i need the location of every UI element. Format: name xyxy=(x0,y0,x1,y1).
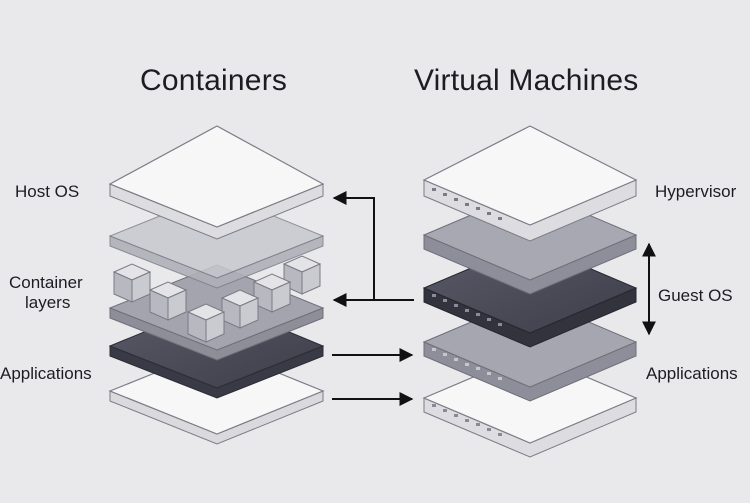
host-os-label: Host OS xyxy=(15,182,80,201)
container-host-os-layer xyxy=(108,125,325,240)
container-lower-gray-layer xyxy=(108,264,325,361)
container-cubes xyxy=(112,255,322,343)
arrow-to-host-os xyxy=(332,191,375,300)
vm-hypervisor-layer xyxy=(422,125,638,242)
container-cube xyxy=(148,281,188,321)
container-cube xyxy=(252,273,292,313)
right-applications-label: Applications xyxy=(646,364,738,383)
container-layers-label-line1: Container xyxy=(9,273,83,292)
container-layers-label-line2: layers xyxy=(25,293,71,312)
guest-os-label: Guest OS xyxy=(658,286,733,305)
container-cube xyxy=(112,263,152,303)
containers-title: Containers xyxy=(140,64,288,97)
container-cube xyxy=(186,303,226,343)
virtual-machines-title: Virtual Machines xyxy=(414,64,639,97)
hypervisor-label: Hypervisor xyxy=(655,182,737,201)
containers-stack xyxy=(108,125,325,445)
container-cube xyxy=(220,289,260,329)
left-applications-label: Applications xyxy=(0,364,92,383)
vm-stack xyxy=(422,125,638,458)
connector-arrows xyxy=(332,191,656,406)
